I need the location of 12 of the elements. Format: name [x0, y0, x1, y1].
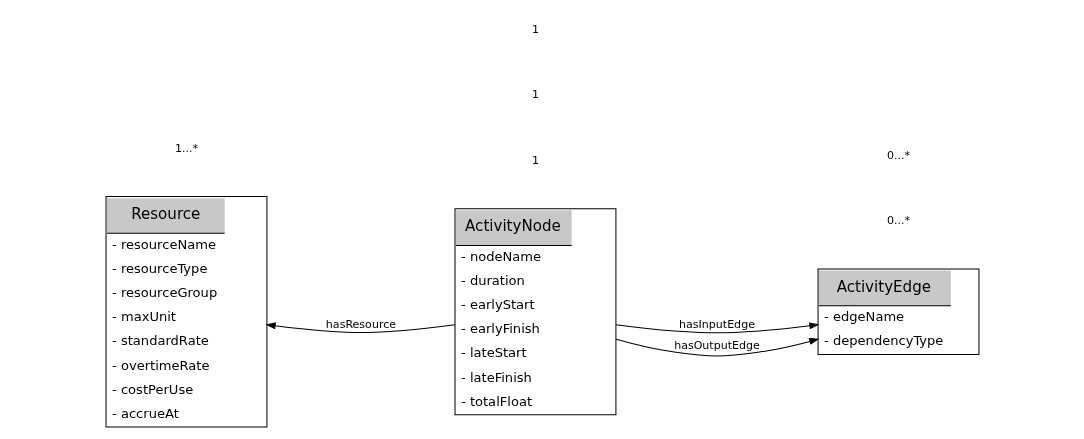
arrow	[615, 322, 819, 334]
edge-label: hasInputEdge	[678, 317, 755, 331]
arrow	[265, 322, 455, 334]
arrow	[615, 338, 819, 357]
label: 1	[531, 88, 539, 102]
label: 1	[531, 153, 539, 167]
label: 1...*	[174, 141, 198, 155]
label: 0...*	[886, 214, 910, 228]
edge-label: hasOutputEdge	[673, 338, 760, 352]
label: 0...*	[886, 148, 910, 162]
edge-label: hasResource	[325, 317, 396, 331]
label: 1	[531, 22, 539, 36]
